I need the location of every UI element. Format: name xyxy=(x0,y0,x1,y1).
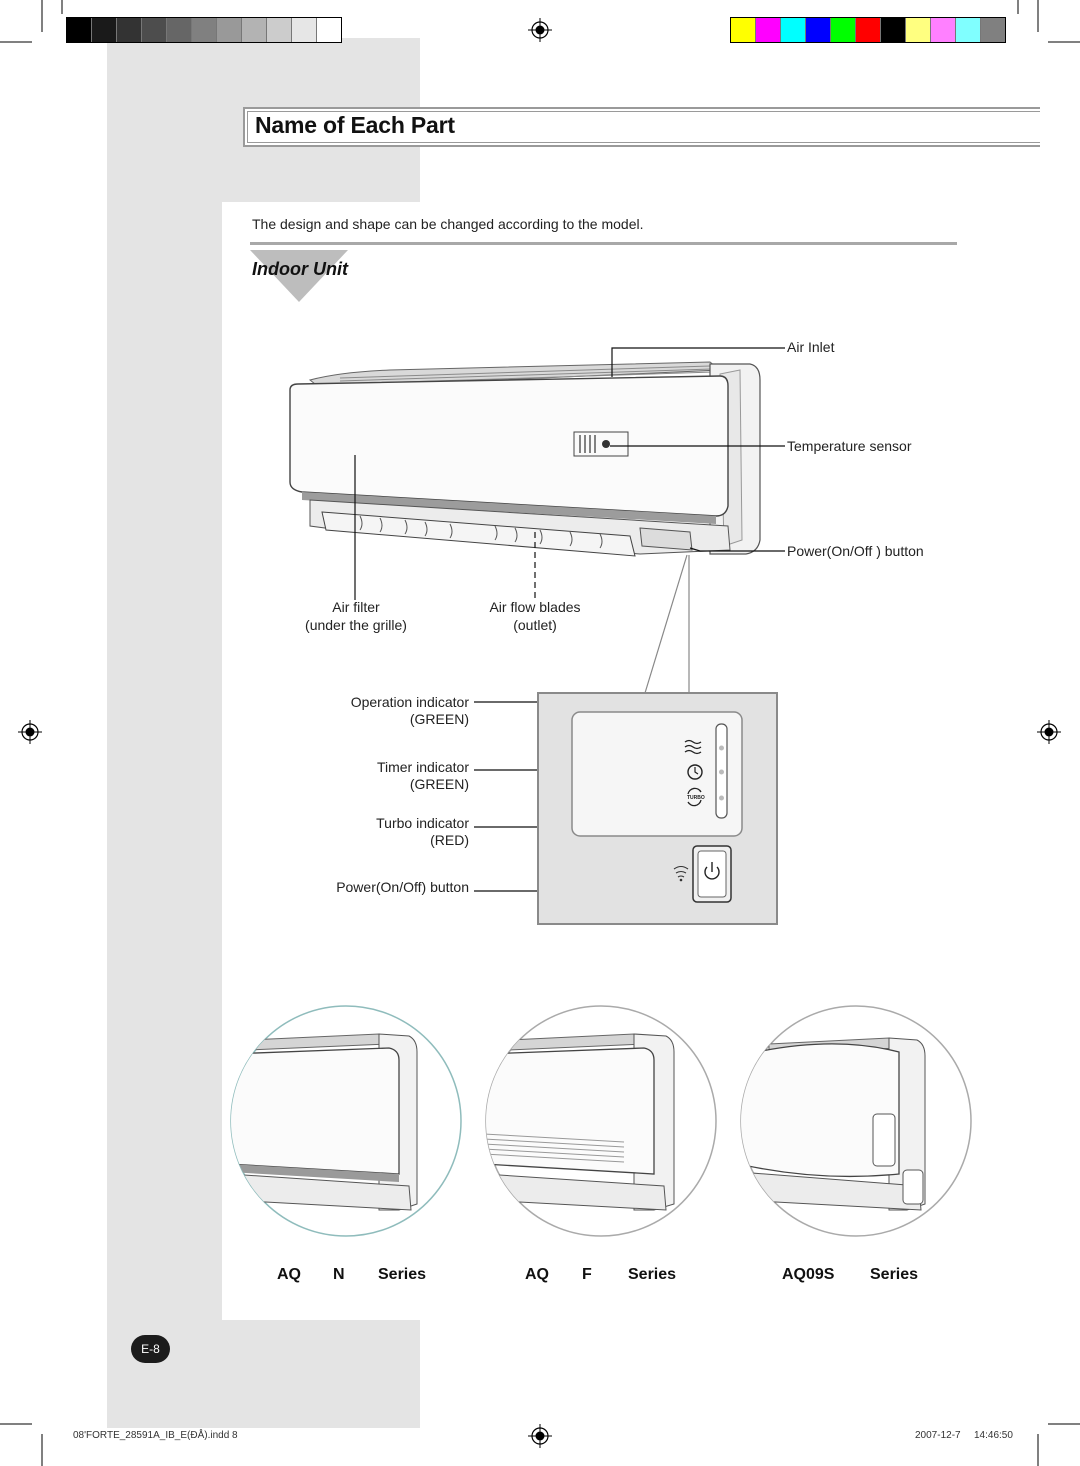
registration-mark-right xyxy=(1037,720,1061,744)
gray-swatch xyxy=(167,18,192,42)
label-air-filter: Air filter xyxy=(332,599,380,615)
label-temperature-sensor: Temperature sensor xyxy=(787,438,912,454)
registration-mark-left xyxy=(18,720,42,744)
color-swatch xyxy=(881,18,906,42)
title-frame xyxy=(243,107,1040,147)
gray-swatch xyxy=(317,18,341,42)
gray-swatch xyxy=(142,18,167,42)
section-rule xyxy=(250,242,957,245)
turbo-icon-label: TURBO xyxy=(687,795,705,801)
color-swatch xyxy=(906,18,931,42)
gray-swatch xyxy=(192,18,217,42)
series-label-2-code: F xyxy=(582,1266,592,1283)
label-power-button-panel: Power(On/Off) button xyxy=(336,879,469,895)
series-label-3-prefix: AQ09S xyxy=(782,1266,835,1283)
label-operation-indicator: Operation indicator xyxy=(350,694,469,710)
series-label-1-prefix: AQ xyxy=(277,1266,301,1283)
title-frame-inner xyxy=(247,111,1040,143)
series-label-1-code: N xyxy=(333,1266,345,1283)
gray-swatch xyxy=(92,18,117,42)
gray-swatch xyxy=(217,18,242,42)
series-label-2-word: Series xyxy=(628,1266,677,1283)
registration-mark-bottom xyxy=(528,1424,552,1448)
label-air-filter-sub: (under the grille) xyxy=(305,617,407,633)
color-swatch xyxy=(831,18,856,42)
grayscale-bar xyxy=(66,17,342,43)
color-swatch xyxy=(781,18,806,42)
left-gray-strip xyxy=(107,202,222,1428)
section-title: Indoor Unit xyxy=(252,259,348,279)
label-power-button-top: Power(On/Off ) button xyxy=(787,543,924,559)
color-swatch xyxy=(731,18,756,42)
design-note: The design and shape can be changed acco… xyxy=(252,216,644,232)
gray-swatch xyxy=(67,18,92,42)
footer-time: 14:46:50 xyxy=(974,1430,1013,1441)
color-swatch xyxy=(931,18,956,42)
color-swatch xyxy=(756,18,781,42)
control-panel-callout xyxy=(537,692,778,925)
registration-mark-top xyxy=(528,18,552,42)
model-circle-s-series xyxy=(740,1005,972,1237)
color-swatch xyxy=(856,18,881,42)
color-swatch xyxy=(981,18,1005,42)
label-air-flow-blades: Air flow blades xyxy=(489,599,581,615)
label-operation-color: (GREEN) xyxy=(409,711,469,727)
series-label-1-word: Series xyxy=(378,1266,427,1283)
footer-file-name: 08'FORTE_28591A_IB_E(ÐÅ).indd 8 xyxy=(73,1430,238,1441)
section-triangle xyxy=(250,250,348,302)
page-number-badge: E-8 xyxy=(131,1335,170,1363)
series-label-3-word: Series xyxy=(870,1266,919,1283)
label-turbo-color: (RED) xyxy=(430,832,469,848)
label-air-flow-blades-sub: (outlet) xyxy=(513,617,557,633)
footer-date: 2007-12-7 xyxy=(915,1430,961,1441)
model-circle-f-series xyxy=(485,1005,717,1237)
label-turbo-indicator: Turbo indicator xyxy=(376,815,469,831)
label-timer-indicator: Timer indicator xyxy=(376,759,469,775)
gray-swatch xyxy=(292,18,317,42)
label-air-inlet: Air Inlet xyxy=(787,339,835,355)
gray-swatch xyxy=(117,18,142,42)
gray-swatch xyxy=(242,18,267,42)
page-title: Name of Each Part xyxy=(255,112,455,138)
gray-swatch xyxy=(267,18,292,42)
color-swatch xyxy=(956,18,981,42)
color-swatch xyxy=(806,18,831,42)
color-bar xyxy=(730,17,1006,43)
model-circle-n-series xyxy=(230,1005,462,1237)
indoor-unit-illustration xyxy=(289,361,761,557)
label-timer-color: (GREEN) xyxy=(409,776,469,792)
series-label-2-prefix: AQ xyxy=(525,1266,549,1283)
